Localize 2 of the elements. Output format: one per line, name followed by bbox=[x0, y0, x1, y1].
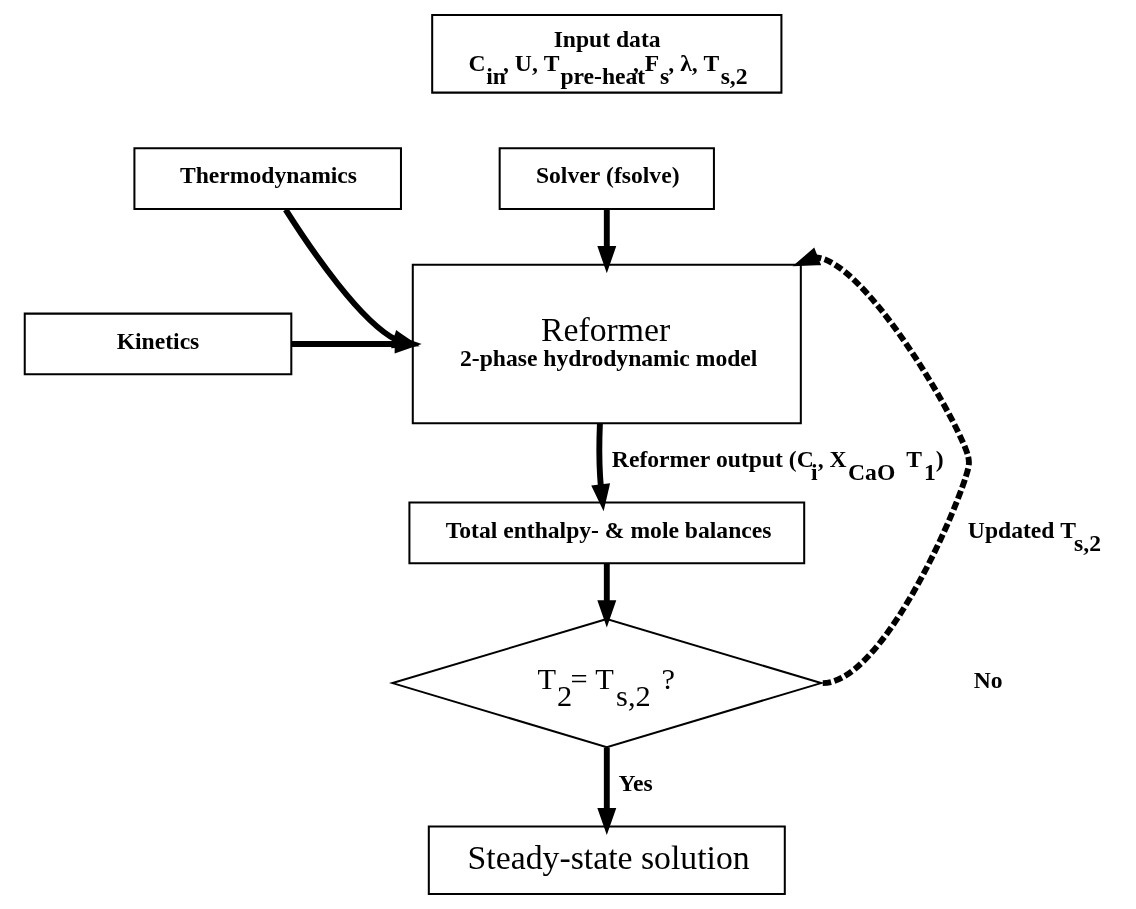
edge-label: Yes bbox=[618, 770, 653, 797]
label: No bbox=[973, 666, 1003, 693]
